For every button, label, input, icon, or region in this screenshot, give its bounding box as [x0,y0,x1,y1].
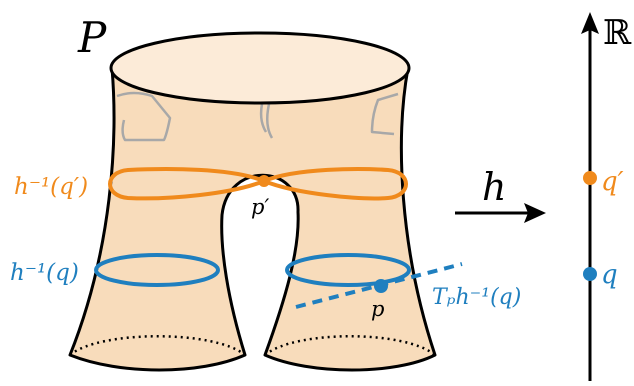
value-point-q [583,267,597,281]
left-bottom-boundary [69,335,246,356]
label-value-q: q [601,260,618,290]
level-set-q-right [285,253,411,287]
value-point-q-prime [583,171,597,185]
label-critical-p-prime: p′ [251,195,269,219]
critical-point-p-prime [258,175,270,187]
fold-mark-right [370,92,399,136]
label-point-p: p [371,297,384,321]
top-boundary-disc [109,31,411,105]
fold-mark-left [116,91,172,142]
label-level-q-prime: h⁻¹(q′) [14,174,88,200]
label-target-r: ℝ [603,13,632,53]
tangent-line [295,262,463,309]
right-arrow-icon [524,203,546,223]
pants-surface [68,66,437,372]
label-map-h: h [482,165,506,209]
label-tangent: Tₚh⁻¹(q) [432,285,521,310]
label-space-p: P [77,13,107,62]
level-set-q-left [94,253,220,287]
up-arrow-icon [581,12,599,34]
label-level-q: h⁻¹(q) [10,260,79,286]
label-value-q-prime: q′ [601,167,624,197]
